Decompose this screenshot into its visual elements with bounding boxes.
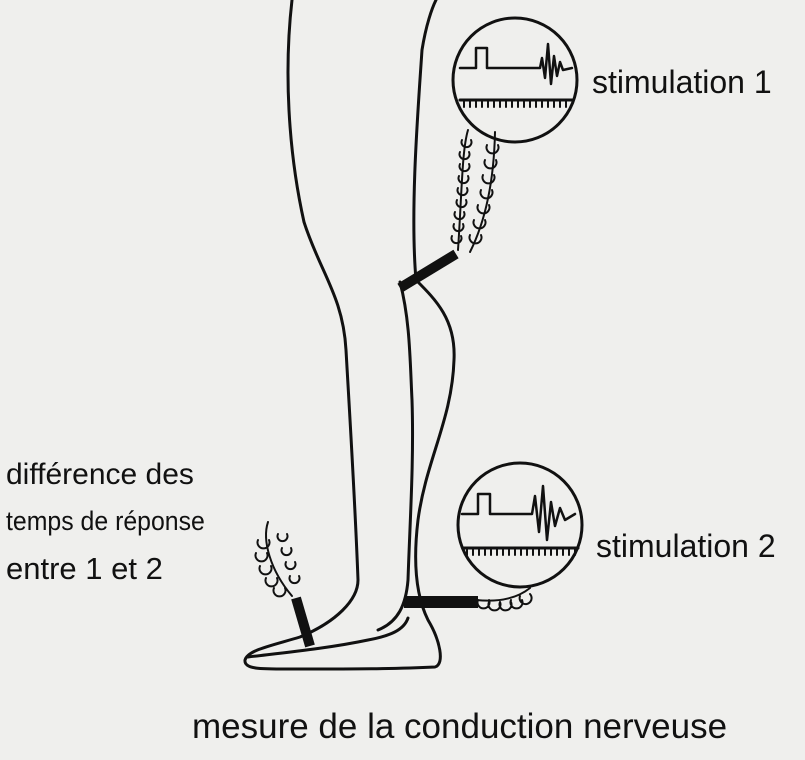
stimulation-2-label: stimulation 2	[596, 528, 776, 564]
difference-label-line-1: différence des	[6, 458, 194, 491]
electrode-knee	[397, 249, 459, 293]
coiled-cable-2	[475, 587, 533, 612]
leg-back-contour	[243, 0, 456, 671]
foot-sole-line	[246, 616, 410, 659]
leg-inner-contour	[376, 280, 415, 632]
oscilloscope-1-icon	[451, 16, 579, 144]
difference-label-line-3: entre 1 et 2	[6, 551, 163, 586]
diagram-caption: mesure de la conduction nerveuse	[192, 707, 728, 746]
difference-label-line-2: temps de réponse	[6, 506, 205, 536]
coiled-cable-3	[254, 521, 301, 598]
stimulation-1-label: stimulation 1	[592, 64, 772, 100]
coiled-cable-1	[450, 129, 500, 253]
electrode-foot	[291, 596, 315, 648]
oscilloscope-2-icon	[456, 461, 584, 589]
